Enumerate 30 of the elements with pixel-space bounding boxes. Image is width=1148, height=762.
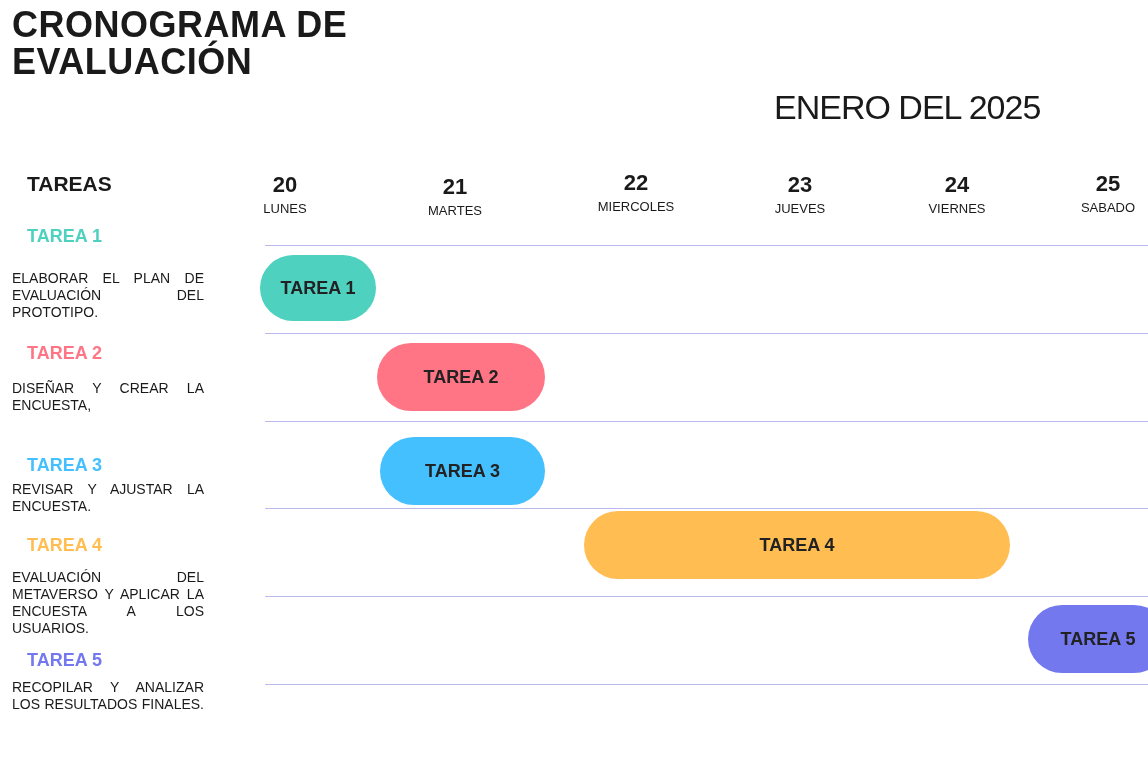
task-description: EVALUACIÓN DEL METAVERSO Y APLICAR LA ENCUESTA A LOS USUARIOS. (12, 569, 204, 637)
task-bar: TAREA 2 (377, 343, 545, 411)
weekday-name: JUEVES (773, 201, 827, 216)
task-description: DISEÑAR Y CREAR LA ENCUESTA, (12, 380, 204, 414)
weekday-name: MIERCOLES (596, 199, 676, 214)
task-description: RECOPILAR Y ANALIZAR LOS RESULTADOS FINALES. (12, 679, 204, 713)
day-number: 20 (271, 172, 299, 198)
day-number: 23 (786, 172, 814, 198)
task-heading: TAREA 3 (27, 455, 102, 476)
task-heading: TAREA 1 (27, 226, 102, 247)
task-description: ELABORAR EL PLAN DE EVALUACIÓN DEL PROTOTIPO. (12, 270, 204, 321)
task-heading: TAREA 4 (27, 535, 102, 556)
day-number: 22 (622, 170, 650, 196)
task-bar: TAREA 3 (380, 437, 545, 505)
day-number: 21 (441, 174, 469, 200)
task-bar: TAREA 1 (260, 255, 376, 321)
column-heading: TAREAS (27, 172, 112, 196)
weekday-name: MARTES (427, 203, 483, 218)
month-heading: ENERO DEL 2025 (774, 88, 1041, 127)
task-description: REVISAR Y AJUSTAR LA ENCUESTA. (12, 481, 204, 515)
task-heading: TAREA 5 (27, 650, 102, 671)
day-number: 24 (943, 172, 971, 198)
weekday-name: LUNES (262, 201, 308, 216)
weekday-name: SABADO (1079, 200, 1137, 215)
title: CRONOGRAMA DE EVALUACIÓN (12, 6, 349, 80)
task-bar: TAREA 4 (584, 511, 1010, 579)
task-bar: TAREA 5 (1028, 605, 1148, 673)
weekday-name: VIERNES (927, 201, 987, 216)
task-heading: TAREA 2 (27, 343, 102, 364)
day-number: 25 (1094, 171, 1122, 197)
